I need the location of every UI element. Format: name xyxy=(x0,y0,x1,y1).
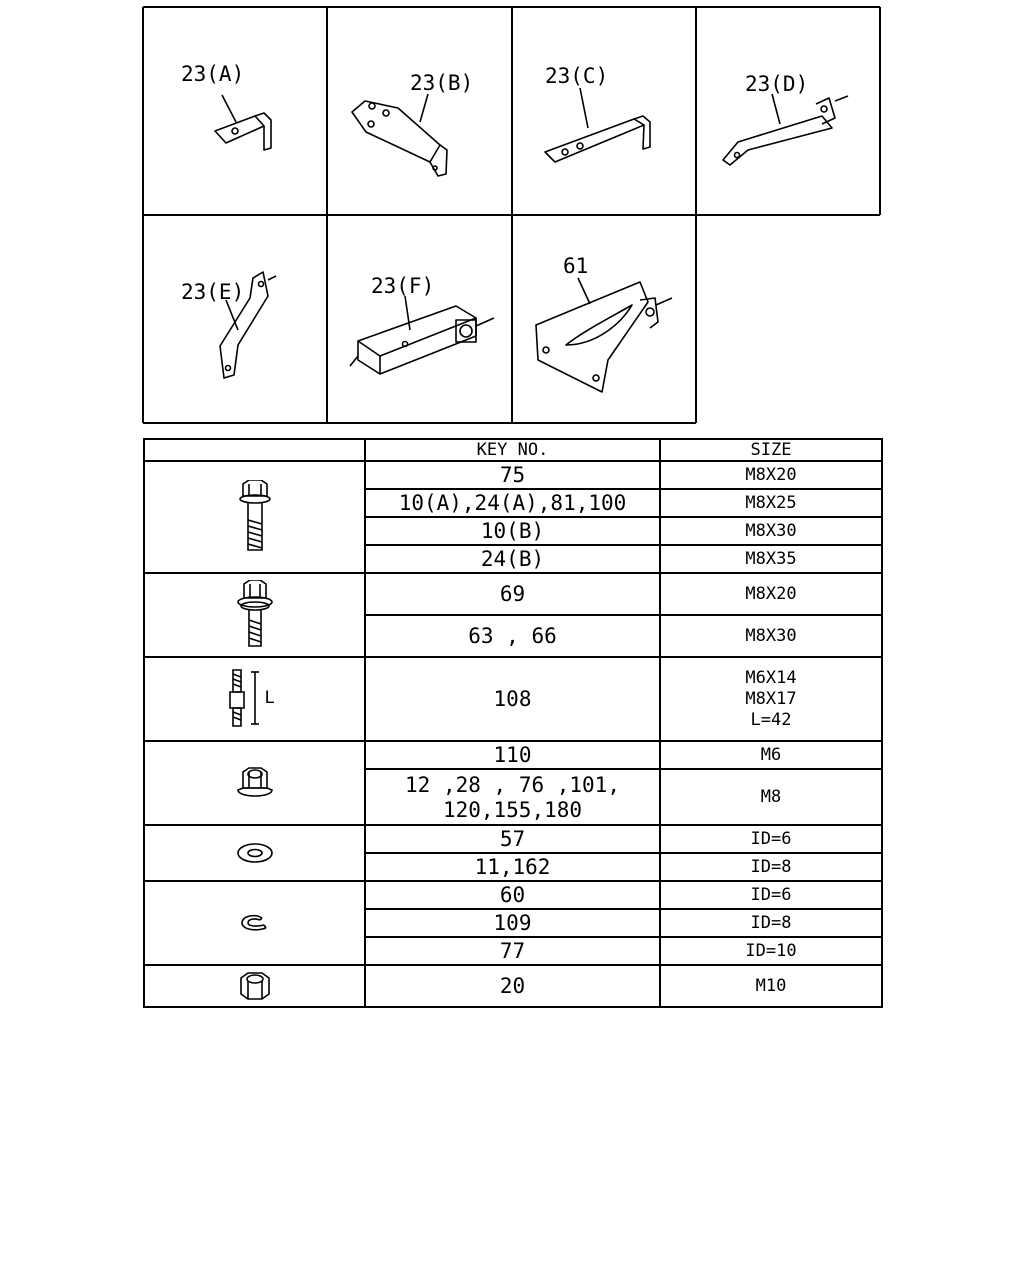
size-cell: ID=8 xyxy=(659,908,883,938)
size-cell: M10 xyxy=(659,964,883,1008)
table-row: 77 ID=10 xyxy=(144,936,883,966)
size-cell: M8 xyxy=(659,768,883,826)
header-key-no: KEY NO. xyxy=(364,438,661,462)
washer-bolt-icon xyxy=(236,580,273,647)
bracket-23c-icon xyxy=(544,87,651,163)
table-row: 57 ID=6 xyxy=(143,824,883,882)
panel-label-23d: 23(D) xyxy=(745,72,809,96)
key-cell: 24(B) xyxy=(364,544,661,574)
bracket-grid xyxy=(142,6,881,424)
key-cell: 60 xyxy=(364,880,661,910)
table-row: 110 M6 xyxy=(143,740,883,826)
hex-nut-cell xyxy=(143,964,366,1008)
key-cell: 110 xyxy=(364,740,661,770)
table-row: 11,162 ID=8 xyxy=(144,852,883,882)
washer-bolt-cell xyxy=(143,572,366,658)
size-cell: M8X35 xyxy=(659,544,883,574)
stud-size-2: M8X17 xyxy=(745,688,797,709)
size-cell: M6 xyxy=(659,740,883,770)
table-row: 63 , 66 M8X30 xyxy=(144,614,883,658)
panel-label-23f: 23(F) xyxy=(371,274,435,298)
key-cell: 57 xyxy=(364,824,661,854)
key-cell: 63 , 66 xyxy=(364,614,661,658)
flange-bolt-icon xyxy=(238,480,271,551)
panel-label-23b: 23(B) xyxy=(410,71,474,95)
key-cell: 11,162 xyxy=(364,852,661,882)
table-row: 10(B) M8X30 xyxy=(144,516,883,546)
size-cell: ID=6 xyxy=(659,880,883,910)
bracket-61-icon xyxy=(535,277,673,393)
size-cell: M8X20 xyxy=(659,460,883,490)
key-cell: 20 xyxy=(364,964,661,1008)
fastener-table: KEY NO. SIZE 75 M8X20 10(A),24(A),81,100… xyxy=(143,438,883,1008)
stud-size-1: M6X14 xyxy=(745,667,797,688)
key-line-2: 120,155,180 xyxy=(442,798,583,822)
table-row: 60 ID=6 xyxy=(143,880,883,966)
size-cell: ID=6 xyxy=(659,824,883,854)
bracket-23d-icon xyxy=(722,93,849,166)
grid-lines xyxy=(142,6,881,424)
header-size: SIZE xyxy=(659,438,883,462)
size-cell: ID=8 xyxy=(659,852,883,882)
size-cell: M8X30 xyxy=(659,516,883,546)
plain-washer-cell xyxy=(143,824,366,882)
table-row: 24(B) M8X35 xyxy=(144,544,883,574)
size-cell: M8X30 xyxy=(659,614,883,658)
key-cell: 10(B) xyxy=(364,516,661,546)
flange-nut-icon xyxy=(236,767,273,797)
key-cell: 108 xyxy=(364,656,661,742)
table-row: 10(A),24(A),81,100 M8X25 xyxy=(144,488,883,518)
stud-size-3: L=42 xyxy=(750,709,792,730)
panel-label-23e: 23(E) xyxy=(181,280,245,304)
key-line-1: 12 ,28 , 76 ,101, xyxy=(405,773,620,797)
table-row: 12 ,28 , 76 ,101, 120,155,180 M8 xyxy=(144,768,883,826)
stud-bolt-cell: L xyxy=(143,656,366,742)
stud-bolt-icon xyxy=(228,669,259,727)
table-row: 75 M8X20 xyxy=(143,460,883,574)
table-row: 69 M8X20 xyxy=(143,572,883,658)
panel-label-61: 61 xyxy=(563,254,589,278)
clip-icon xyxy=(240,914,267,931)
size-cell: M8X25 xyxy=(659,488,883,518)
panel-label-23c: 23(C) xyxy=(545,64,609,88)
key-cell: 77 xyxy=(364,936,661,966)
plain-washer-icon xyxy=(236,843,273,863)
key-cell: 109 xyxy=(364,908,661,938)
table-row: 109 ID=8 xyxy=(144,908,883,938)
table-header-row: KEY NO. SIZE xyxy=(143,438,883,462)
bracket-23a-icon xyxy=(214,94,272,151)
key-cell: 75 xyxy=(364,460,661,490)
header-part xyxy=(143,438,366,462)
key-cell: 10(A),24(A),81,100 xyxy=(364,488,661,518)
table-row: 20 M10 xyxy=(143,964,883,1008)
flange-bolt-cell xyxy=(143,460,366,574)
bracket-23f-icon xyxy=(349,295,495,375)
bracket-23b-icon xyxy=(351,93,448,177)
stud-length-label: L xyxy=(264,688,275,708)
key-cell: 69 xyxy=(364,572,661,616)
key-cell: 12 ,28 , 76 ,101, 120,155,180 xyxy=(364,768,661,826)
panel-label-23a: 23(A) xyxy=(181,62,245,86)
size-cell: M6X14 M8X17 L=42 xyxy=(659,656,883,742)
clip-cell xyxy=(143,880,366,966)
bracket-23e-icon xyxy=(219,271,277,379)
size-cell: M8X20 xyxy=(659,572,883,616)
hex-nut-icon xyxy=(239,972,270,1000)
table-row: L 108 M6X14 M8X17 L=42 xyxy=(143,656,883,742)
size-cell: ID=10 xyxy=(659,936,883,966)
flange-nut-cell xyxy=(143,740,366,826)
